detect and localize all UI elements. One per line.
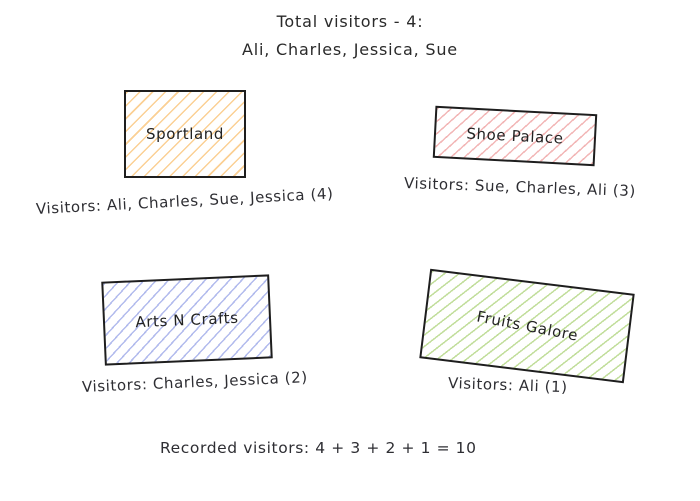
store-visitors-fruits-galore: Visitors: Ali (1)	[447, 374, 569, 397]
store-name-sportland: Sportland	[145, 125, 225, 143]
total-visitors-heading: Total visitors - 4:	[276, 12, 424, 31]
store-visitors-shoe-palace: Visitors: Sue, Charles, Ali (3)	[403, 174, 637, 201]
store-name-shoe-palace: Shoe Palace	[465, 124, 564, 148]
visitor-names-list: Ali, Charles, Jessica, Sue	[242, 40, 458, 59]
store-name-arts-n-crafts: Arts N Crafts	[135, 308, 239, 332]
recorded-visitors-summary: Recorded visitors: 4 + 3 + 2 + 1 = 10	[160, 439, 477, 457]
store-visitors-arts-n-crafts: Visitors: Charles, Jessica (2)	[81, 368, 309, 396]
store-visitors-sportland: Visitors: Ali, Charles, Sue, Jessica (4)	[35, 184, 334, 218]
store-box-fruits-galore: Fruits Galore	[419, 268, 635, 384]
store-box-arts-n-crafts: Arts N Crafts	[101, 274, 273, 366]
store-name-fruits-galore: Fruits Galore	[474, 307, 580, 345]
store-box-sportland: Sportland	[124, 90, 246, 178]
store-box-shoe-palace: Shoe Palace	[432, 105, 598, 167]
